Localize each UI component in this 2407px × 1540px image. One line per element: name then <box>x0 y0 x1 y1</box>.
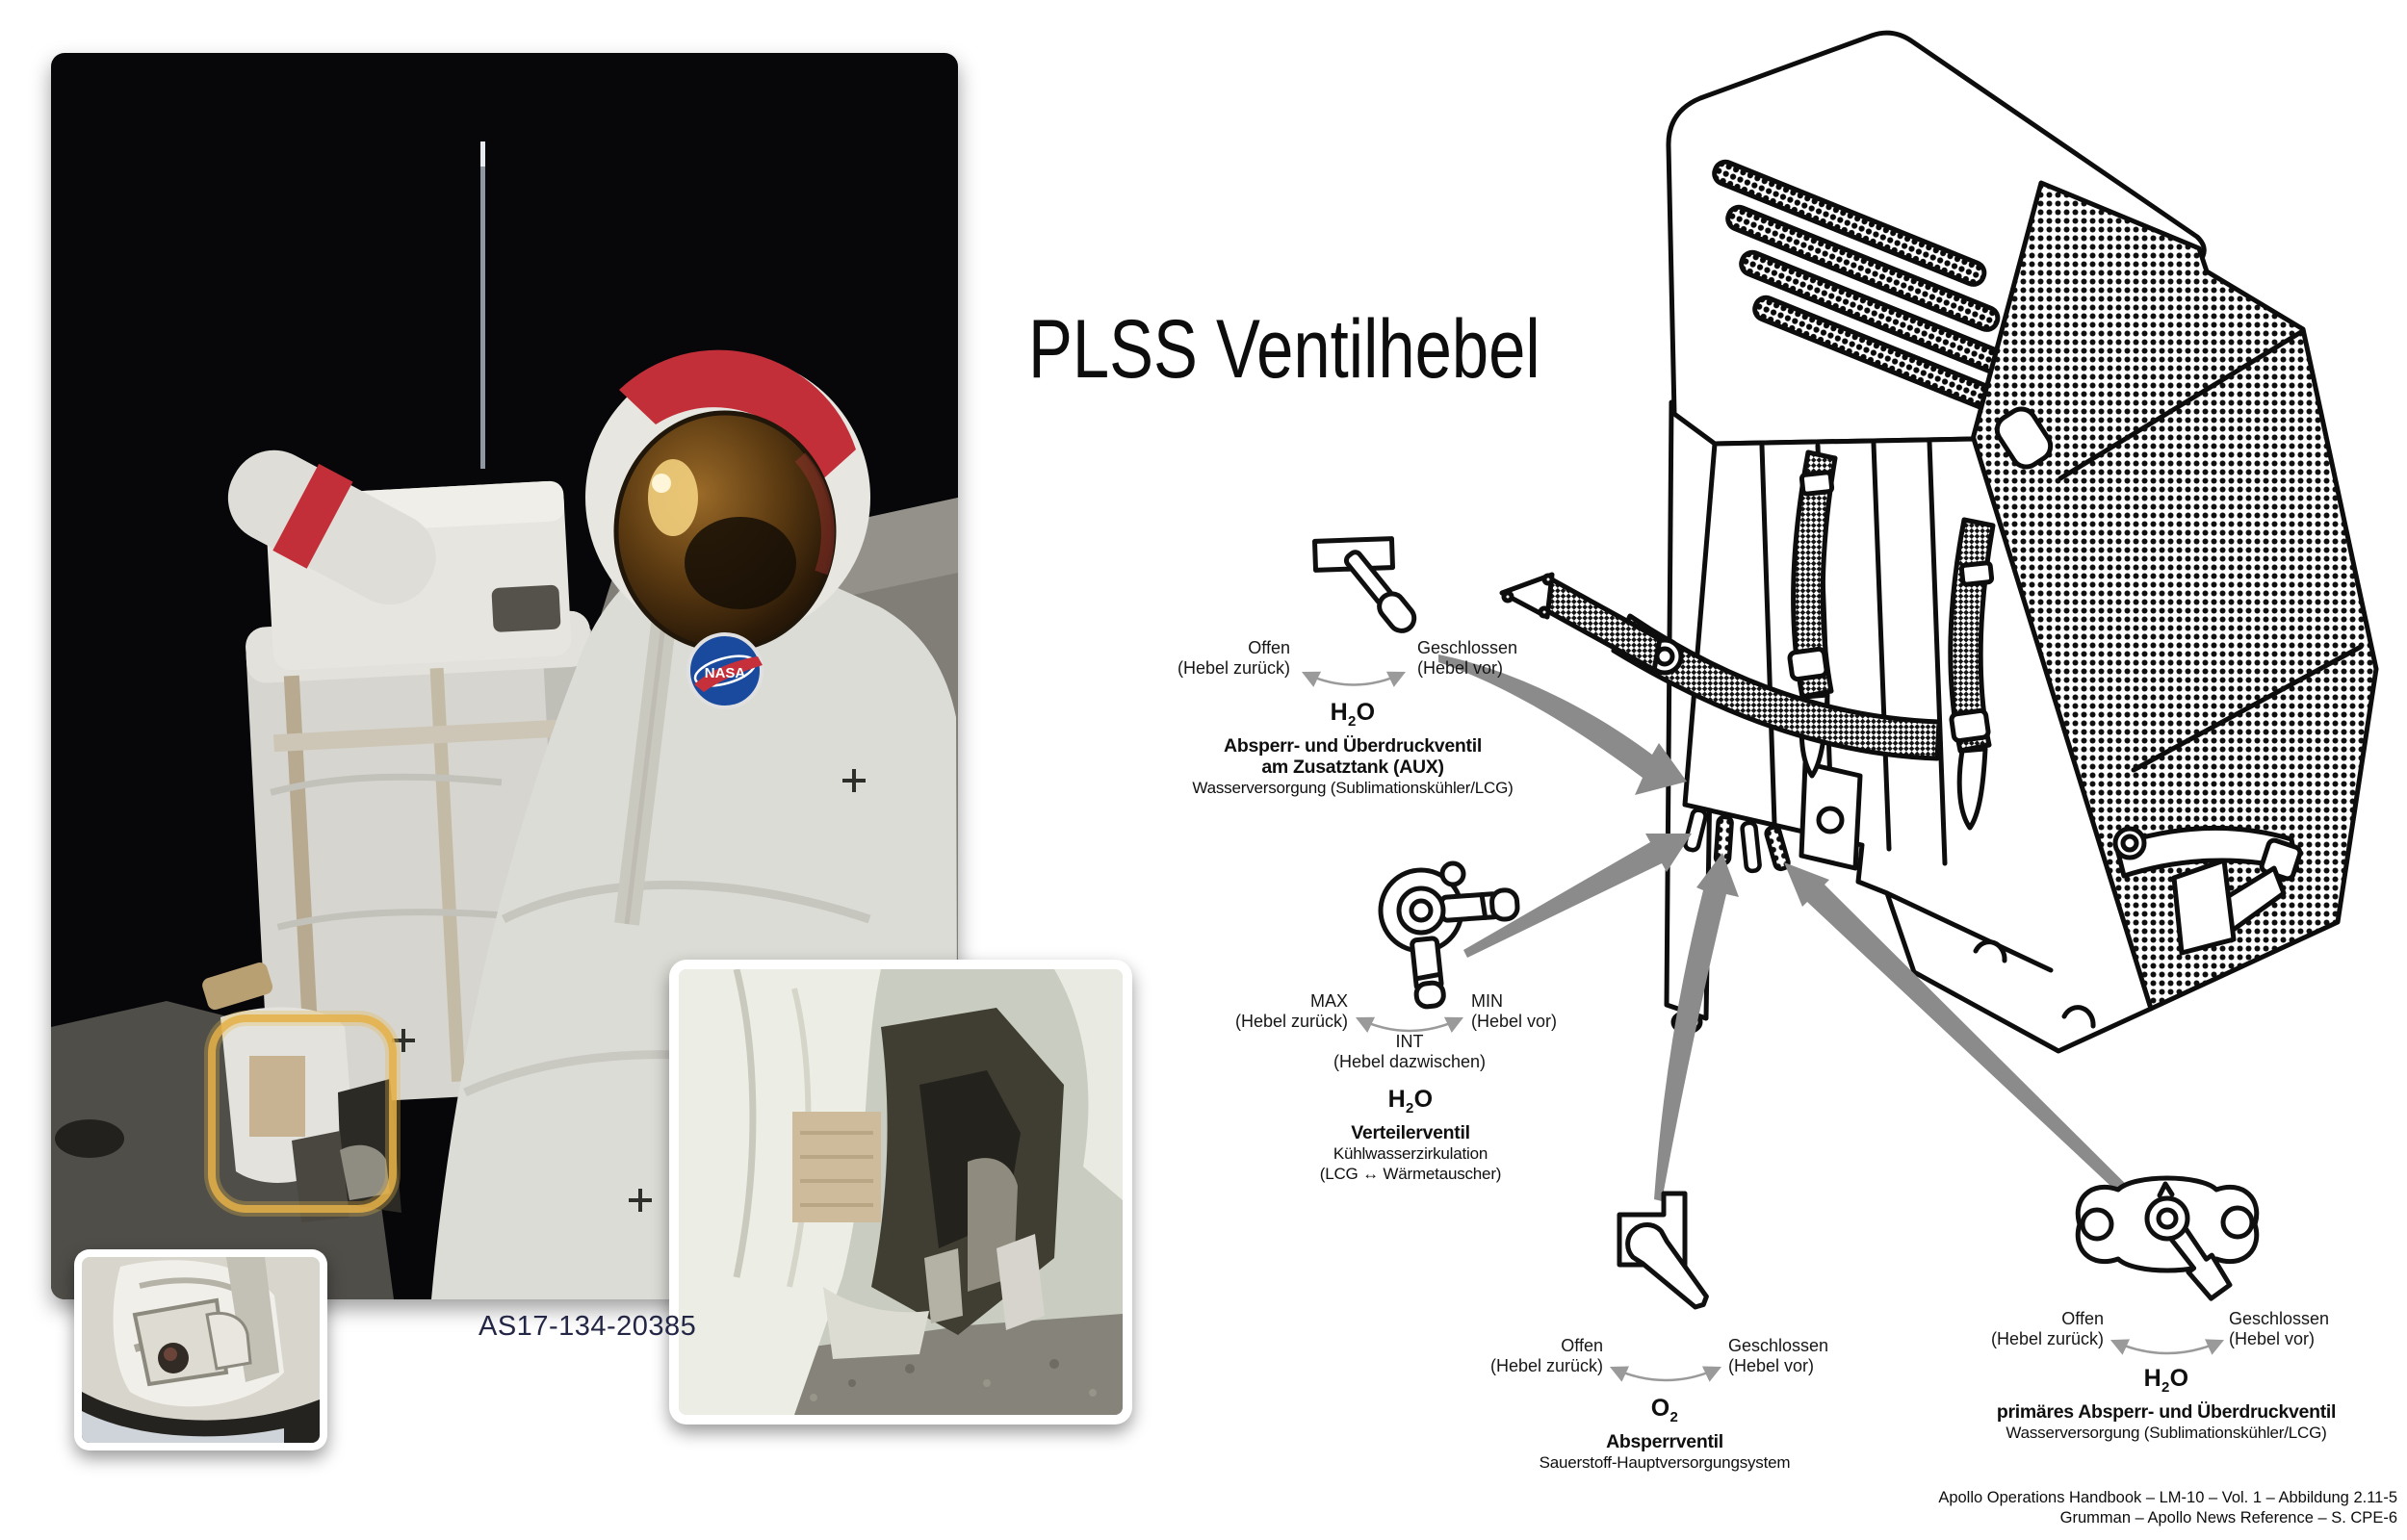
range-arc-primary <box>2109 1339 2225 1355</box>
valve-desc: (LCG ↔ Wärmetauscher) <box>1319 1165 1502 1183</box>
label-closed: Geschlossen <box>1417 638 1518 657</box>
callout-formula: H2O <box>1387 1086 1434 1116</box>
label-int-sub: (Hebel dazwischen) <box>1333 1052 1487 1071</box>
callout-arrows <box>1438 654 2177 1243</box>
antenna <box>480 141 485 469</box>
callout-o2-text: O2 Absperrventil Sauerstoff-Hauptversorg… <box>1395 1395 1934 1473</box>
valve-name: Absperr- und Überdruckventil <box>1224 735 1482 757</box>
callout-diverter-text: H2O Verteilerventil Kühlwasserzirkulatio… <box>1141 1086 1680 1184</box>
valve-icon-diverter <box>1378 860 1520 1010</box>
source-citation: Apollo Operations Handbook – LM-10 – Vol… <box>1938 1488 2397 1528</box>
valve-name: am Zusatztank (AUX) <box>1261 757 1444 778</box>
valve-name: Verteilerventil <box>1351 1122 1470 1143</box>
label-closed-sub: (Hebel vor) <box>1728 1356 1815 1375</box>
citation-line-1: Apollo Operations Handbook – LM-10 – Vol… <box>1938 1489 2397 1506</box>
callout-o2-right-label: Geschlossen (Hebel vor) <box>1728 1336 1828 1376</box>
callout-diverter-left-label: MAX (Hebel zurück) <box>1235 991 1348 1032</box>
photo-caption: AS17-134-20385 <box>479 1311 697 1342</box>
astronaut-photo: NASA <box>51 53 958 1299</box>
callout-primary-text: H2O primäres Absperr- und Überdruckventi… <box>1897 1365 2407 1443</box>
label-open: Offen <box>1561 1336 1603 1355</box>
citation-line-2: Grumman – Apollo News Reference – S. CPE… <box>2059 1509 2397 1527</box>
valve-icon-primary-shutoff <box>2075 1175 2260 1301</box>
helmet <box>585 349 870 653</box>
nasa-patch-text: NASA <box>705 665 746 681</box>
valve-closeup-inset-small <box>74 1249 327 1450</box>
range-arc-o2 <box>1609 1366 1722 1382</box>
label-open: Offen <box>1248 638 1290 657</box>
callout-formula: H2O <box>2143 1365 2189 1396</box>
valve-name: primäres Absperr- und Überdruckventil <box>1996 1401 2337 1423</box>
label-open-sub: (Hebel zurück) <box>1489 1356 1603 1375</box>
valve-closeup-inset-large <box>669 960 1132 1424</box>
arrow-aux <box>1438 654 1687 795</box>
nasa-patch: NASA <box>686 632 764 709</box>
label-max: MAX <box>1309 991 1348 1011</box>
inset-small-art <box>82 1257 320 1443</box>
suit-arm <box>227 449 436 605</box>
valve-lever-cluster <box>1683 808 1791 874</box>
range-arc-diverter <box>1355 1016 1464 1033</box>
astronaut-photo-art: NASA <box>51 53 958 1299</box>
label-min: MIN <box>1471 991 1503 1011</box>
valve-desc: Kühlwasserzirkulation <box>1333 1144 1488 1163</box>
callout-aux-left-label: Offen (Hebel zurück) <box>1178 638 1290 679</box>
valve-desc: Wasserversorgung (Sublimationskühler/LCG… <box>1192 779 1514 797</box>
label-max-sub: (Hebel zurück) <box>1234 1012 1348 1031</box>
label-int: INT <box>1395 1032 1424 1051</box>
plss-backpack-drawing <box>1499 30 2379 1054</box>
label-closed-sub: (Hebel vor) <box>1417 658 1504 678</box>
label-min-sub: (Hebel vor) <box>1471 1012 1558 1031</box>
highlight-box <box>204 1011 401 1217</box>
callout-formula: O2 <box>1650 1395 1679 1425</box>
valve-icon-o2-shutoff <box>1617 1191 1709 1310</box>
callout-formula: H2O <box>1330 699 1376 730</box>
page-title: PLSS Ventilhebel <box>1028 302 1540 396</box>
callout-diverter-right-label: MIN (Hebel vor) <box>1471 991 1557 1032</box>
label-open: Offen <box>2061 1309 2104 1328</box>
callout-primary-right-label: Geschlossen (Hebel vor) <box>2229 1309 2329 1349</box>
label-closed: Geschlossen <box>2229 1309 2330 1328</box>
helmet-red-stripe <box>619 349 856 484</box>
suit-valve-assembly <box>220 1007 401 1222</box>
callout-o2-left-label: Offen (Hebel zurück) <box>1490 1336 1603 1376</box>
label-open-sub: (Hebel zurück) <box>1990 1329 2104 1348</box>
inset-large-art <box>679 969 1123 1415</box>
valve-name: Absperrventil <box>1606 1431 1723 1452</box>
callout-primary-left-label: Offen (Hebel zurück) <box>1991 1309 2104 1349</box>
label-closed: Geschlossen <box>1728 1336 1829 1355</box>
callout-diverter-mid-label: INT (Hebel dazwischen) <box>1265 1032 1554 1072</box>
valve-icon-aux-shutoff <box>1312 536 1417 633</box>
valve-desc: Wasserversorgung (Sublimationskühler/LCG… <box>2006 1424 2327 1442</box>
callout-aux-text: H2O Absperr- und Überdruckventil am Zusa… <box>1083 699 1622 798</box>
valve-desc: Sauerstoff-Hauptversorgungsystem <box>1539 1453 1791 1472</box>
arrow-primary <box>1784 862 2177 1243</box>
arrow-diverter <box>1463 834 1692 958</box>
reseau-crosses <box>392 769 866 1212</box>
arrow-o2 <box>1654 853 1739 1201</box>
range-arc-aux <box>1301 671 1407 687</box>
label-open-sub: (Hebel zurück) <box>1177 658 1290 678</box>
label-closed-sub: (Hebel vor) <box>2229 1329 2316 1348</box>
callout-aux-right-label: Geschlossen (Hebel vor) <box>1417 638 1517 679</box>
